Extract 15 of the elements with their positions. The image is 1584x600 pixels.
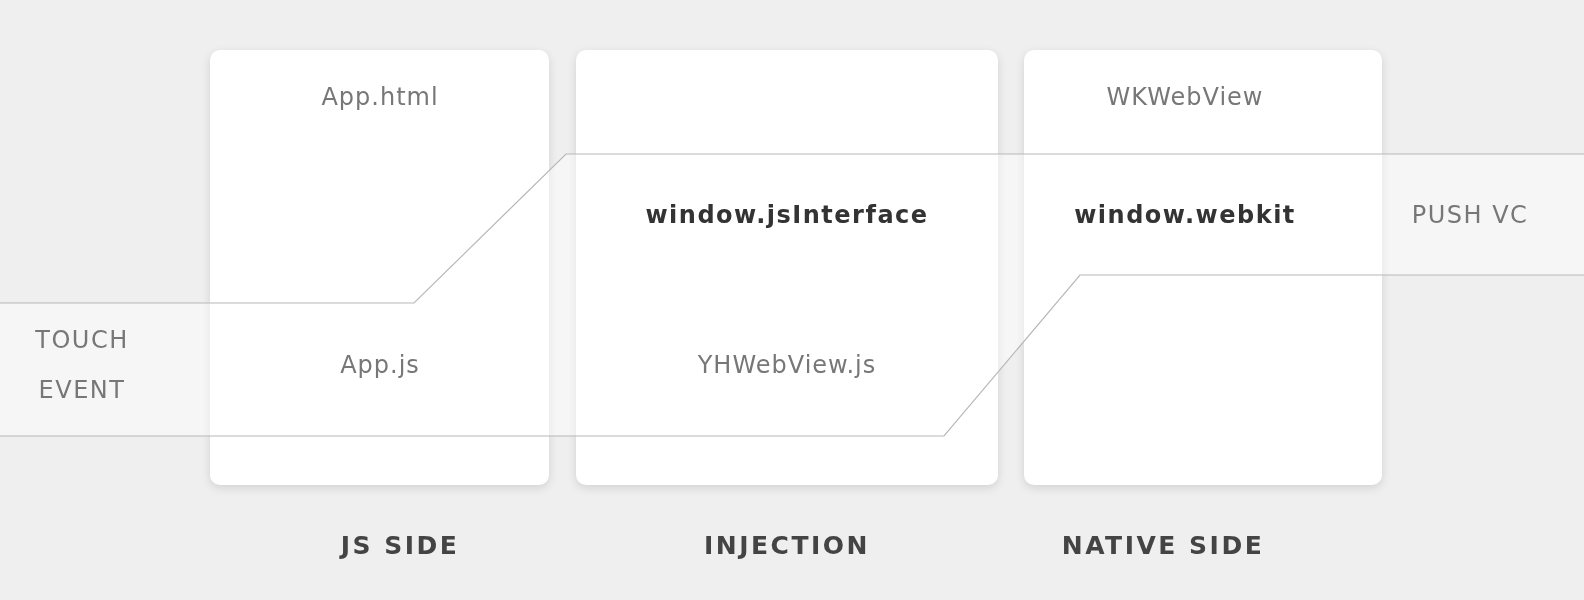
interface-label: window.jsInterface: [645, 201, 929, 229]
event-label: TOUCH EVENT: [34, 325, 130, 406]
layer-caption: JS SIDE: [340, 530, 460, 560]
event-ribbon: [0, 150, 1584, 440]
layer-card: [210, 50, 549, 485]
layer-card: [576, 50, 998, 485]
file-label: YHWebView.js: [697, 351, 877, 379]
layer-card: [1024, 50, 1382, 485]
interface-label: window.webkit: [1074, 201, 1296, 229]
file-label: WKWebView: [1106, 83, 1264, 111]
layer-caption: INJECTION: [704, 530, 870, 560]
file-label: App.js: [340, 351, 420, 379]
file-label: App.html: [321, 83, 439, 111]
layer-caption: NATIVE SIDE: [1061, 530, 1265, 560]
event-label: PUSH VC: [1410, 200, 1530, 231]
